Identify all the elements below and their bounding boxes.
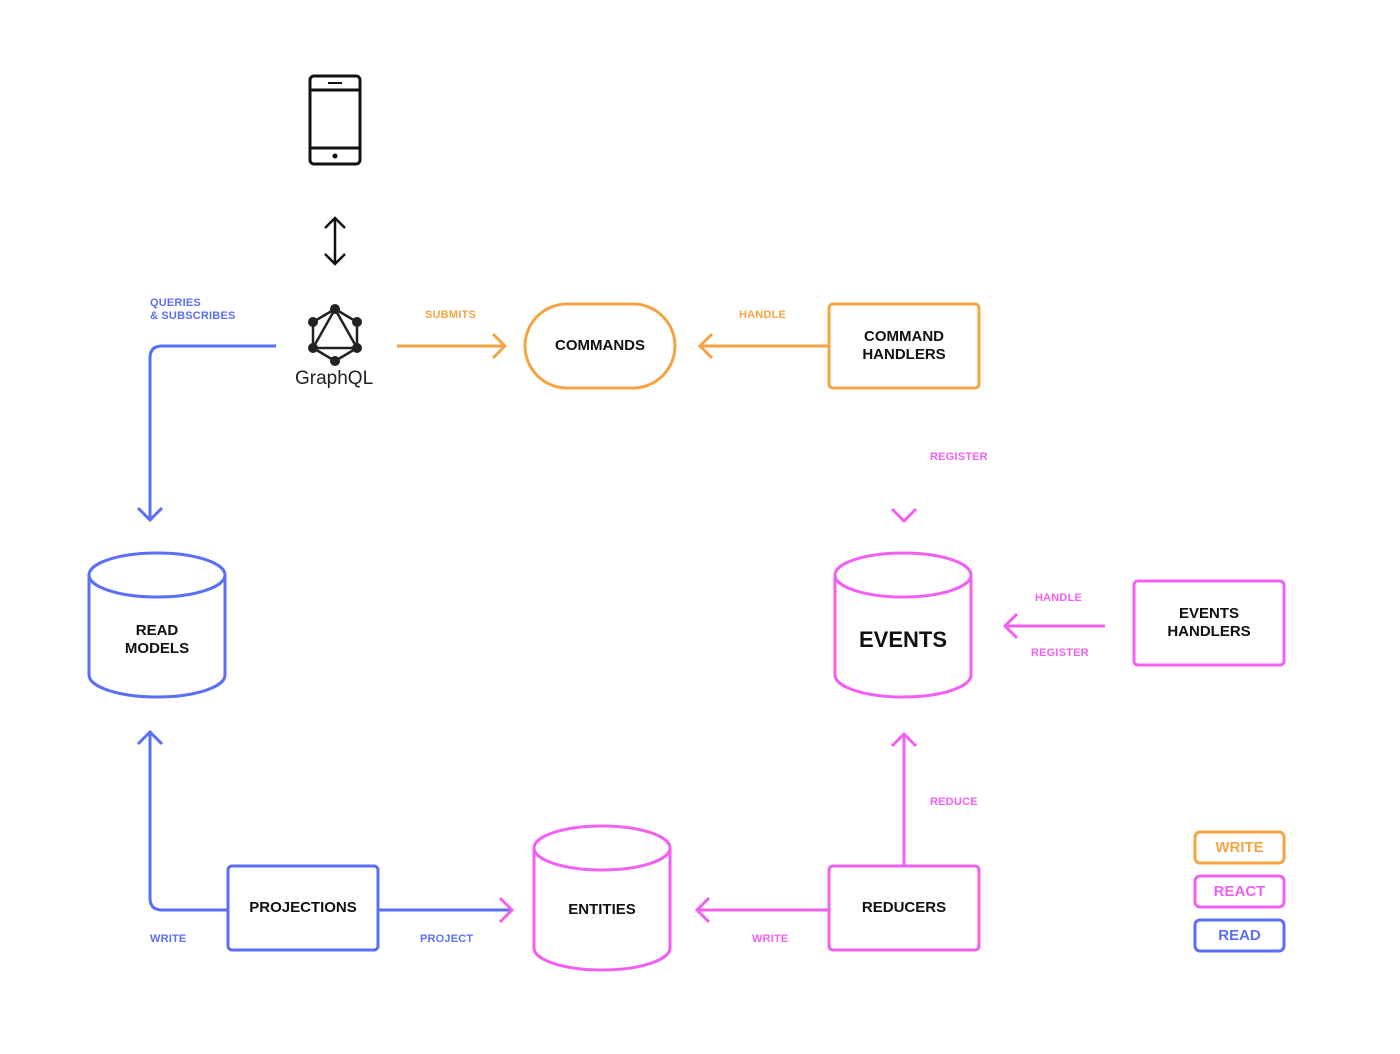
legend-react-box [1193, 874, 1286, 909]
register-handlers-label: REGISTER [1031, 647, 1089, 659]
submits-label: SUBMITS [425, 309, 476, 321]
handle-events-label: HANDLE [1035, 592, 1083, 604]
write-read-models-label: WRITE [150, 933, 187, 945]
read-models-label-line2: MODELS [124, 640, 190, 657]
events-handlers-node-shape [1132, 579, 1286, 667]
command-handlers-label-line1: COMMAND [864, 328, 944, 345]
command-handlers-node: COMMAND HANDLERS [829, 304, 979, 388]
legend-read: READ [1218, 927, 1261, 944]
submits-edge [397, 332, 508, 360]
queries-label: QUERIES & SUBSCRIBES [150, 297, 236, 323]
commands-node-shape [523, 302, 677, 390]
queries-label-line2: & SUBSCRIBES [150, 310, 236, 322]
double-arrow-icon [324, 216, 346, 266]
command-handlers-label-line2: HANDLERS [862, 346, 946, 363]
projections-label: PROJECTIONS [249, 899, 357, 916]
entities-node-shape [532, 824, 672, 972]
projections-node: PROJECTIONS [228, 866, 378, 950]
events-handlers-label-line1: EVENTS [1178, 605, 1239, 622]
register-events-edge [890, 389, 918, 524]
phone-icon [308, 74, 362, 166]
legend-react: REACT [1213, 883, 1266, 900]
events-handlers-node: EVENTS HANDLERS [1134, 581, 1284, 665]
reduce-edge [890, 731, 918, 866]
register-events-label: REGISTER [930, 451, 988, 463]
reducers-node: REDUCERS [829, 866, 979, 950]
legend-read-box [1193, 918, 1286, 953]
handle-commands-label: HANDLE [739, 309, 787, 321]
queries-label-line1: QUERIES [150, 297, 201, 309]
commands-label: COMMANDS [555, 337, 645, 354]
events-node: EVENTS [835, 597, 971, 683]
reduce-label: REDUCE [930, 796, 978, 808]
queries-edge [136, 344, 276, 523]
write-entities-edge [694, 896, 829, 924]
handle-commands-edge [697, 332, 829, 360]
events-handlers-label-line2: HANDLERS [1167, 623, 1251, 640]
legend-write: WRITE [1215, 839, 1264, 856]
read-models-node: READ MODELS [89, 597, 225, 683]
read-models-node-shape [87, 551, 227, 699]
project-label: PROJECT [420, 933, 474, 945]
graphql-logo-icon [308, 304, 362, 366]
command-handlers-node-shape [827, 302, 981, 390]
entities-node: ENTITIES [534, 870, 670, 950]
write-entities-label: WRITE [752, 933, 789, 945]
legend-write-box [1193, 830, 1286, 865]
write-read-models-edge [136, 729, 228, 912]
events-node-shape [833, 551, 973, 699]
reducers-label: REDUCERS [861, 899, 947, 916]
projections-node-shape [226, 864, 380, 952]
entities-label: ENTITIES [568, 901, 636, 918]
read-models-label-line1: READ [135, 622, 179, 639]
reducers-node-shape [827, 864, 981, 952]
graphql-label: GraphQL [295, 368, 374, 389]
commands-node: COMMANDS [525, 304, 675, 388]
project-edge [378, 896, 515, 924]
events-label: EVENTS [858, 627, 948, 652]
handle-events-edge [1002, 612, 1105, 640]
